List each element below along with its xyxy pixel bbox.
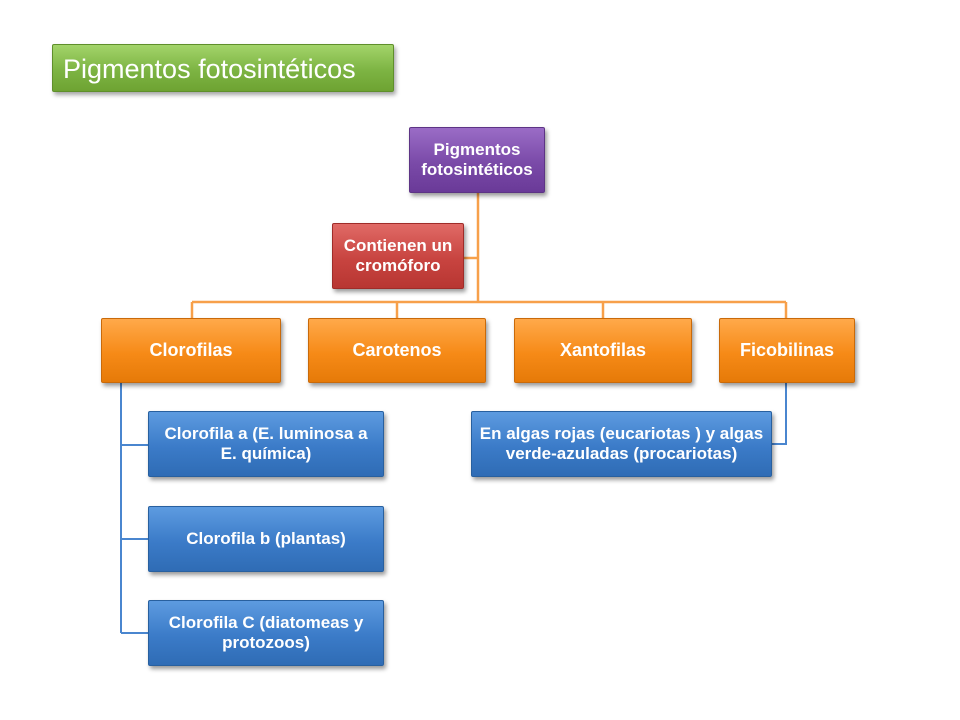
category-label: Ficobilinas [739, 339, 835, 360]
category-label: Xantofilas [559, 339, 647, 360]
root-label: Pigmentos fotosintéticos [421, 139, 533, 179]
child-node-clorofila-b: Clorofila b (plantas) [148, 506, 384, 572]
child-label: En algas rojas (eucariotas ) y algas ver… [479, 423, 764, 463]
category-label: Clorofilas [149, 339, 233, 360]
assistant-label: Contienen un cromóforo [343, 235, 453, 275]
child-label: Clorofila b (plantas) [186, 528, 346, 548]
child-node-clorofila-a: Clorofila a (E. luminosa a E. química) [148, 411, 384, 477]
assistant-node: Contienen un cromóforo [332, 223, 464, 289]
category-node-ficobilinas: Ficobilinas [719, 318, 855, 383]
category-node-carotenos: Carotenos [308, 318, 486, 383]
orange-connectors [190, 193, 788, 318]
category-node-xantofilas: Xantofilas [514, 318, 692, 383]
category-label: Carotenos [352, 339, 442, 360]
slide-title: Pigmentos fotosintéticos [52, 44, 394, 92]
child-node-clorofila-c: Clorofila C (diatomeas y protozoos) [148, 600, 384, 666]
ficobilinas-link-line [772, 383, 787, 445]
category-node-clorofilas: Clorofilas [101, 318, 281, 383]
child-label: Clorofila a (E. luminosa a E. química) [164, 423, 368, 463]
blue-connectors [120, 383, 787, 634]
child-label: Clorofila C (diatomeas y protozoos) [168, 612, 364, 652]
root-node: Pigmentos fotosintéticos [409, 127, 545, 193]
child-node-ficobilinas: En algas rojas (eucariotas ) y algas ver… [471, 411, 772, 477]
